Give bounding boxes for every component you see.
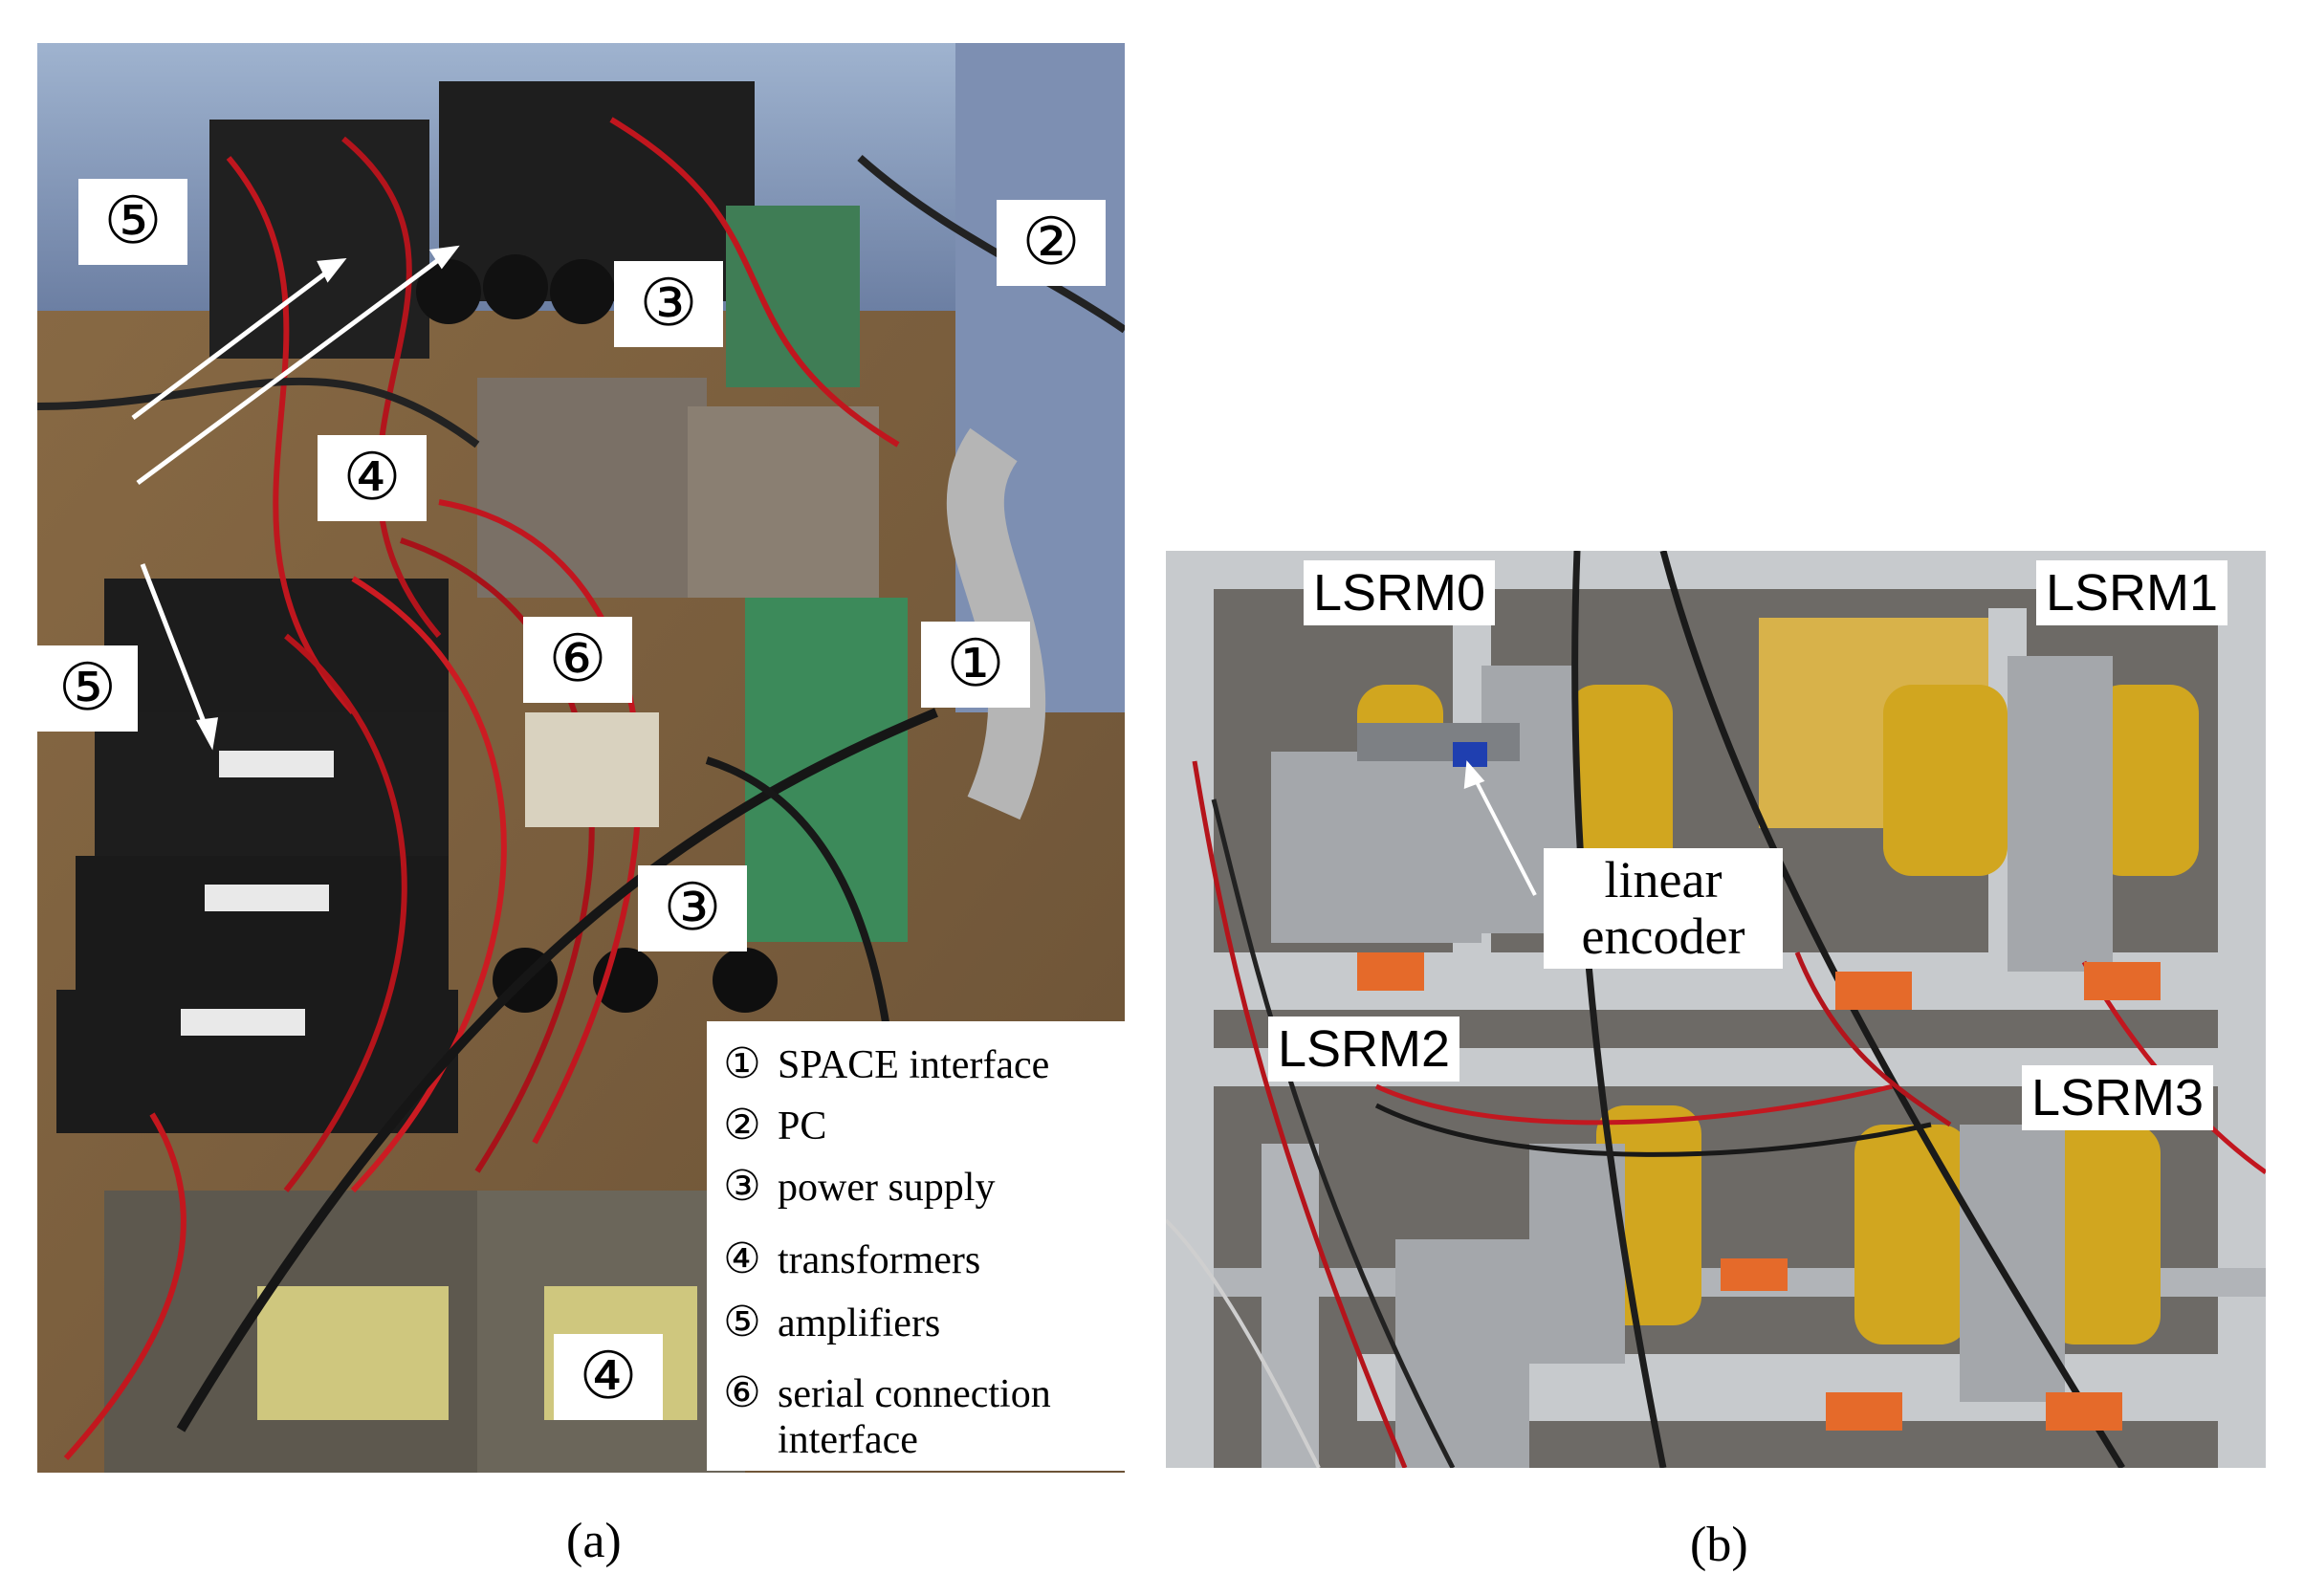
legend-num-5: ⑤ [723, 1298, 761, 1346]
hardware-photo-b [1166, 551, 2266, 1468]
callout-6: ⑥ [523, 617, 632, 703]
callout-3-bottom: ③ [638, 865, 747, 951]
label-linear-encoder: linear encoder [1544, 848, 1783, 969]
photo-panel-a: ⑤ ② ③ ④ ⑤ ⑥ ① ③ ④ ① SPACE interface ② PC… [37, 43, 1125, 1473]
callout-4-top: ④ [318, 435, 427, 521]
legend-text-3: power supply [778, 1166, 996, 1210]
label-lsrm0: LSRM0 [1304, 560, 1496, 625]
legend-item-3: ③ power supply [707, 1162, 1122, 1211]
legend-num-2: ② [723, 1101, 761, 1149]
legend-text-1: SPACE interface [778, 1043, 1050, 1087]
legend: ① SPACE interface ② PC ③ power supply ④ … [707, 1021, 1125, 1471]
callout-2: ② [997, 200, 1106, 286]
legend-item-4: ④ transformers [707, 1235, 1122, 1283]
callout-1: ① [921, 622, 1030, 708]
legend-text-2: PC [778, 1104, 827, 1148]
label-lsrm1: LSRM1 [2036, 560, 2228, 625]
photo-panel-b: LSRM0 LSRM1 linear encoder LSRM2 LSRM3 [1166, 551, 2266, 1468]
caption-a: (a) [566, 1514, 622, 1568]
label-lsrm2: LSRM2 [1268, 1017, 1460, 1082]
legend-text-5: amplifiers [778, 1301, 941, 1345]
label-lsrm3: LSRM3 [2022, 1065, 2214, 1130]
legend-item-5: ⑤ amplifiers [707, 1298, 1122, 1346]
legend-num-4: ④ [723, 1235, 761, 1283]
legend-item-2: ② PC [707, 1101, 1122, 1149]
legend-num-6: ⑥ [723, 1368, 761, 1417]
legend-text-6: serial connection interface [778, 1372, 1051, 1463]
callout-5-bottom: ⑤ [37, 645, 138, 732]
hardware-photo-a [37, 43, 1125, 1473]
callout-3-top: ③ [614, 261, 723, 347]
callout-5-top: ⑤ [78, 179, 187, 265]
callout-4-bottom: ④ [554, 1334, 663, 1420]
legend-text-4: transformers [778, 1238, 981, 1282]
legend-item-6: ⑥ serial connection interface [707, 1368, 1122, 1464]
legend-num-3: ③ [723, 1162, 761, 1211]
legend-item-1: ① SPACE interface [707, 1039, 1122, 1088]
caption-b: (b) [1690, 1518, 1748, 1572]
legend-num-1: ① [723, 1039, 761, 1088]
